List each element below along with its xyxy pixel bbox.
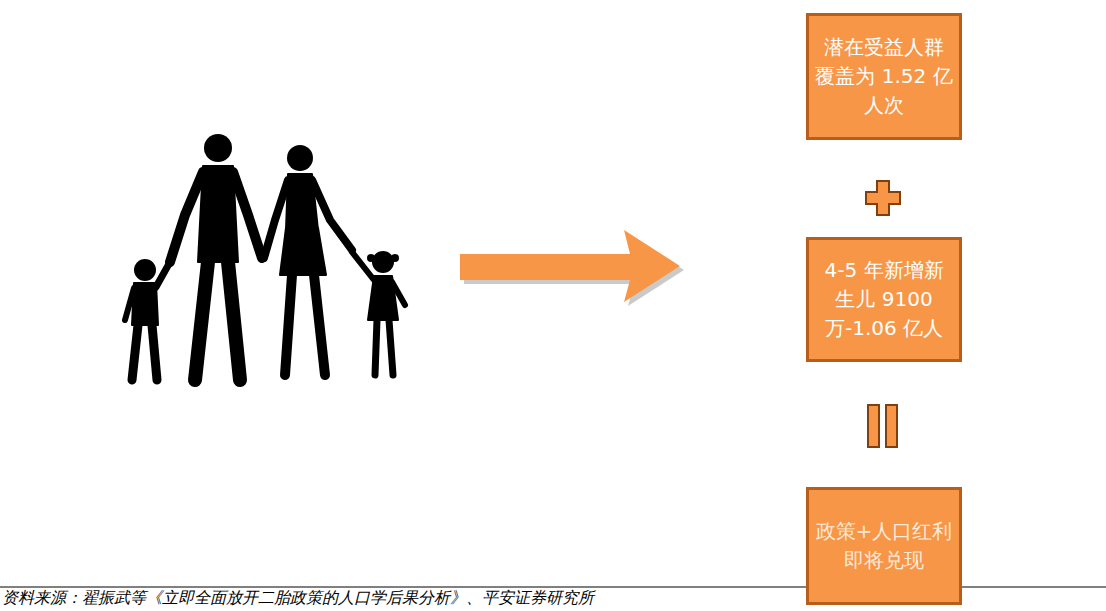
box-text: 4-5 年新增新生儿 9100 万-1.06 亿人 [815, 256, 953, 343]
box-text: 政策+人口红利即将兑现 [815, 517, 953, 575]
process-box: 4-5 年新增新生儿 9100 万-1.06 亿人 [806, 237, 962, 362]
plus-symbol [866, 181, 900, 215]
equals-symbol [868, 405, 897, 447]
family-silhouette [125, 134, 405, 380]
process-box: 潜在受益人群覆盖为 1.52 亿人次 [806, 13, 962, 140]
process-box: 政策+人口红利即将兑现 [806, 487, 962, 605]
box-text: 潜在受益人群覆盖为 1.52 亿人次 [815, 33, 953, 120]
source-caption: 资料来源：翟振武等《立即全面放开二胎政策的人口学后果分析》、平安证券研究所 [2, 588, 594, 609]
block-arrow [460, 230, 680, 302]
